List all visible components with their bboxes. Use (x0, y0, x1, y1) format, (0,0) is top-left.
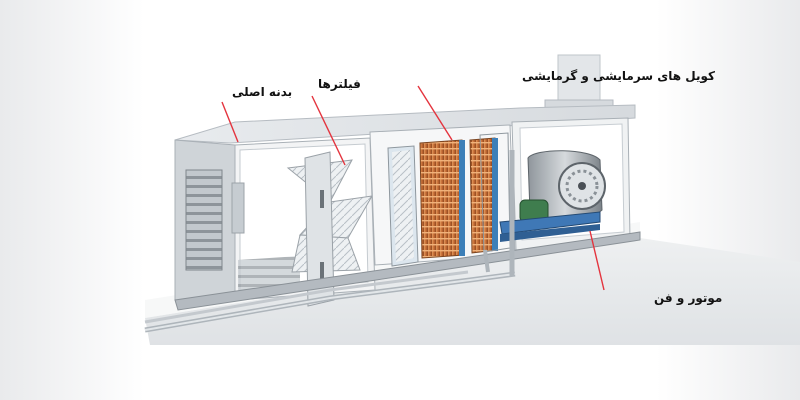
housing-roof (174, 104, 636, 144)
door-handle (320, 190, 324, 208)
leader-line-filters (311, 95, 346, 166)
label-filters: فیلترها (318, 77, 361, 91)
cooling-coil (419, 139, 465, 259)
leader-lines (221, 85, 605, 291)
floor (145, 238, 800, 345)
label-main-body: بدنه اصلی (232, 85, 292, 99)
piping (144, 150, 516, 333)
section-fan (499, 117, 631, 251)
leader-line-main-body (221, 101, 239, 143)
damper-louver (185, 169, 223, 271)
leader-line-motor-fan (589, 230, 605, 291)
label-motor-fan: موتور و فن (654, 291, 722, 306)
leader-line-coils (417, 85, 453, 141)
section-coils (369, 124, 516, 267)
fan-base-frame (499, 211, 601, 235)
label-coils: کویل های سرمایشی و گرمایشی (522, 69, 715, 84)
